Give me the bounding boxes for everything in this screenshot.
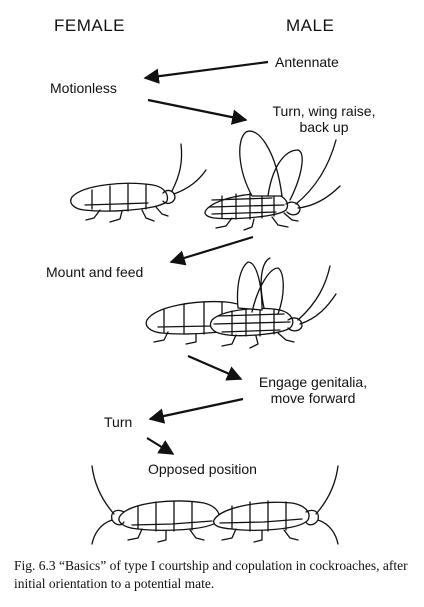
- step-turn-wing-raise-line2: back up: [299, 119, 349, 135]
- arrow-antennate-to-motionless: [143, 60, 269, 84]
- step-turn-wing-raise: Turn, wing raise, back up: [254, 103, 394, 135]
- step-engage-genitalia-line2: move forward: [270, 390, 356, 406]
- arrow-engage-to-turn: [148, 397, 244, 424]
- step-turn-wing-raise-line1: Turn, wing raise,: [272, 103, 376, 119]
- step-mount-and-feed: Mount and feed: [46, 264, 144, 280]
- arrow-turn-to-opposed: [146, 437, 175, 455]
- figure-caption: Fig. 6.3 “Basics” of type I courtship an…: [14, 558, 408, 591]
- opposed-position-illustration: [91, 465, 339, 545]
- female-cockroach-illustration: [70, 143, 207, 223]
- step-engage-genitalia-line1: Engage genitalia,: [258, 374, 368, 390]
- arrow-to-mount-and-feed: [169, 235, 254, 266]
- step-turn: Turn: [104, 414, 133, 430]
- step-motionless: Motionless: [50, 80, 117, 96]
- arrow-motionless-to-turn: [147, 98, 248, 125]
- arrow-to-engage-genitalia: [187, 354, 243, 381]
- male-column-header: MALE: [286, 16, 335, 35]
- step-antennate: Antennate: [275, 54, 339, 70]
- female-column-header: FEMALE: [54, 16, 126, 35]
- step-engage-genitalia: Engage genitalia, move forward: [238, 374, 388, 406]
- step-opposed-position: Opposed position: [148, 461, 257, 477]
- male-cockroach-wing-raise-illustration: [204, 130, 341, 231]
- mount-and-feed-illustration: [145, 257, 337, 349]
